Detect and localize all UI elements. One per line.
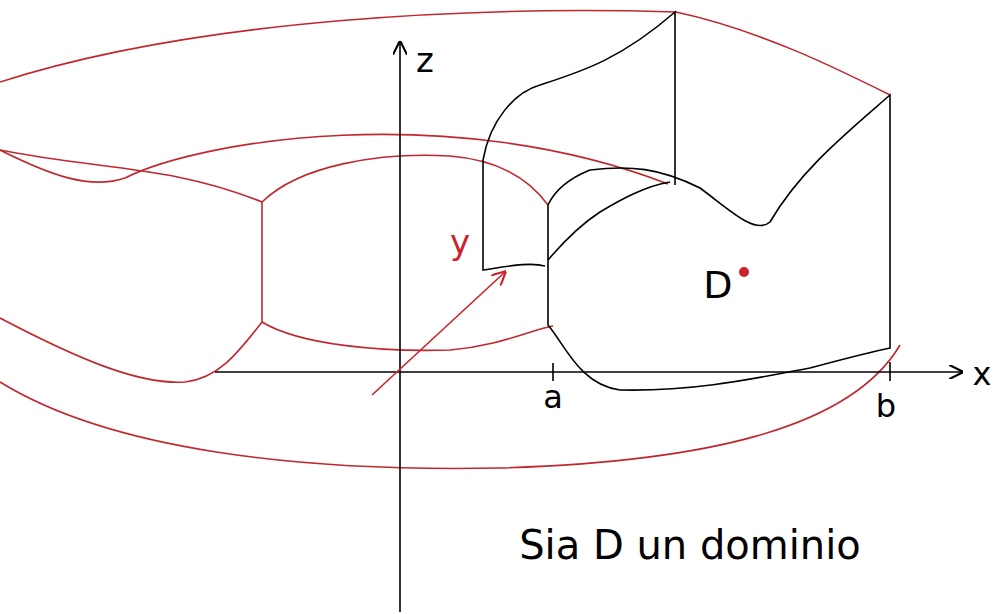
- axis-label: z: [416, 43, 434, 77]
- axis-label: a: [543, 381, 563, 413]
- axis-label: x: [973, 358, 992, 390]
- point-dot: [739, 267, 749, 277]
- axis-label: y: [450, 225, 470, 259]
- axis-label: b: [876, 390, 896, 422]
- outline-stroke: [548, 95, 890, 390]
- revolution-surface: [0, 11, 900, 469]
- outline-stroke: [483, 12, 675, 185]
- domain-outline: [470, 0, 900, 400]
- axes: [215, 42, 962, 612]
- region-label: D: [703, 266, 732, 304]
- domain-region: D: [470, 0, 900, 400]
- caption-text: Sia D un dominio: [519, 525, 861, 565]
- y-axis: [372, 272, 505, 395]
- outline-stroke: [483, 160, 545, 270]
- outline-stroke: [548, 182, 670, 260]
